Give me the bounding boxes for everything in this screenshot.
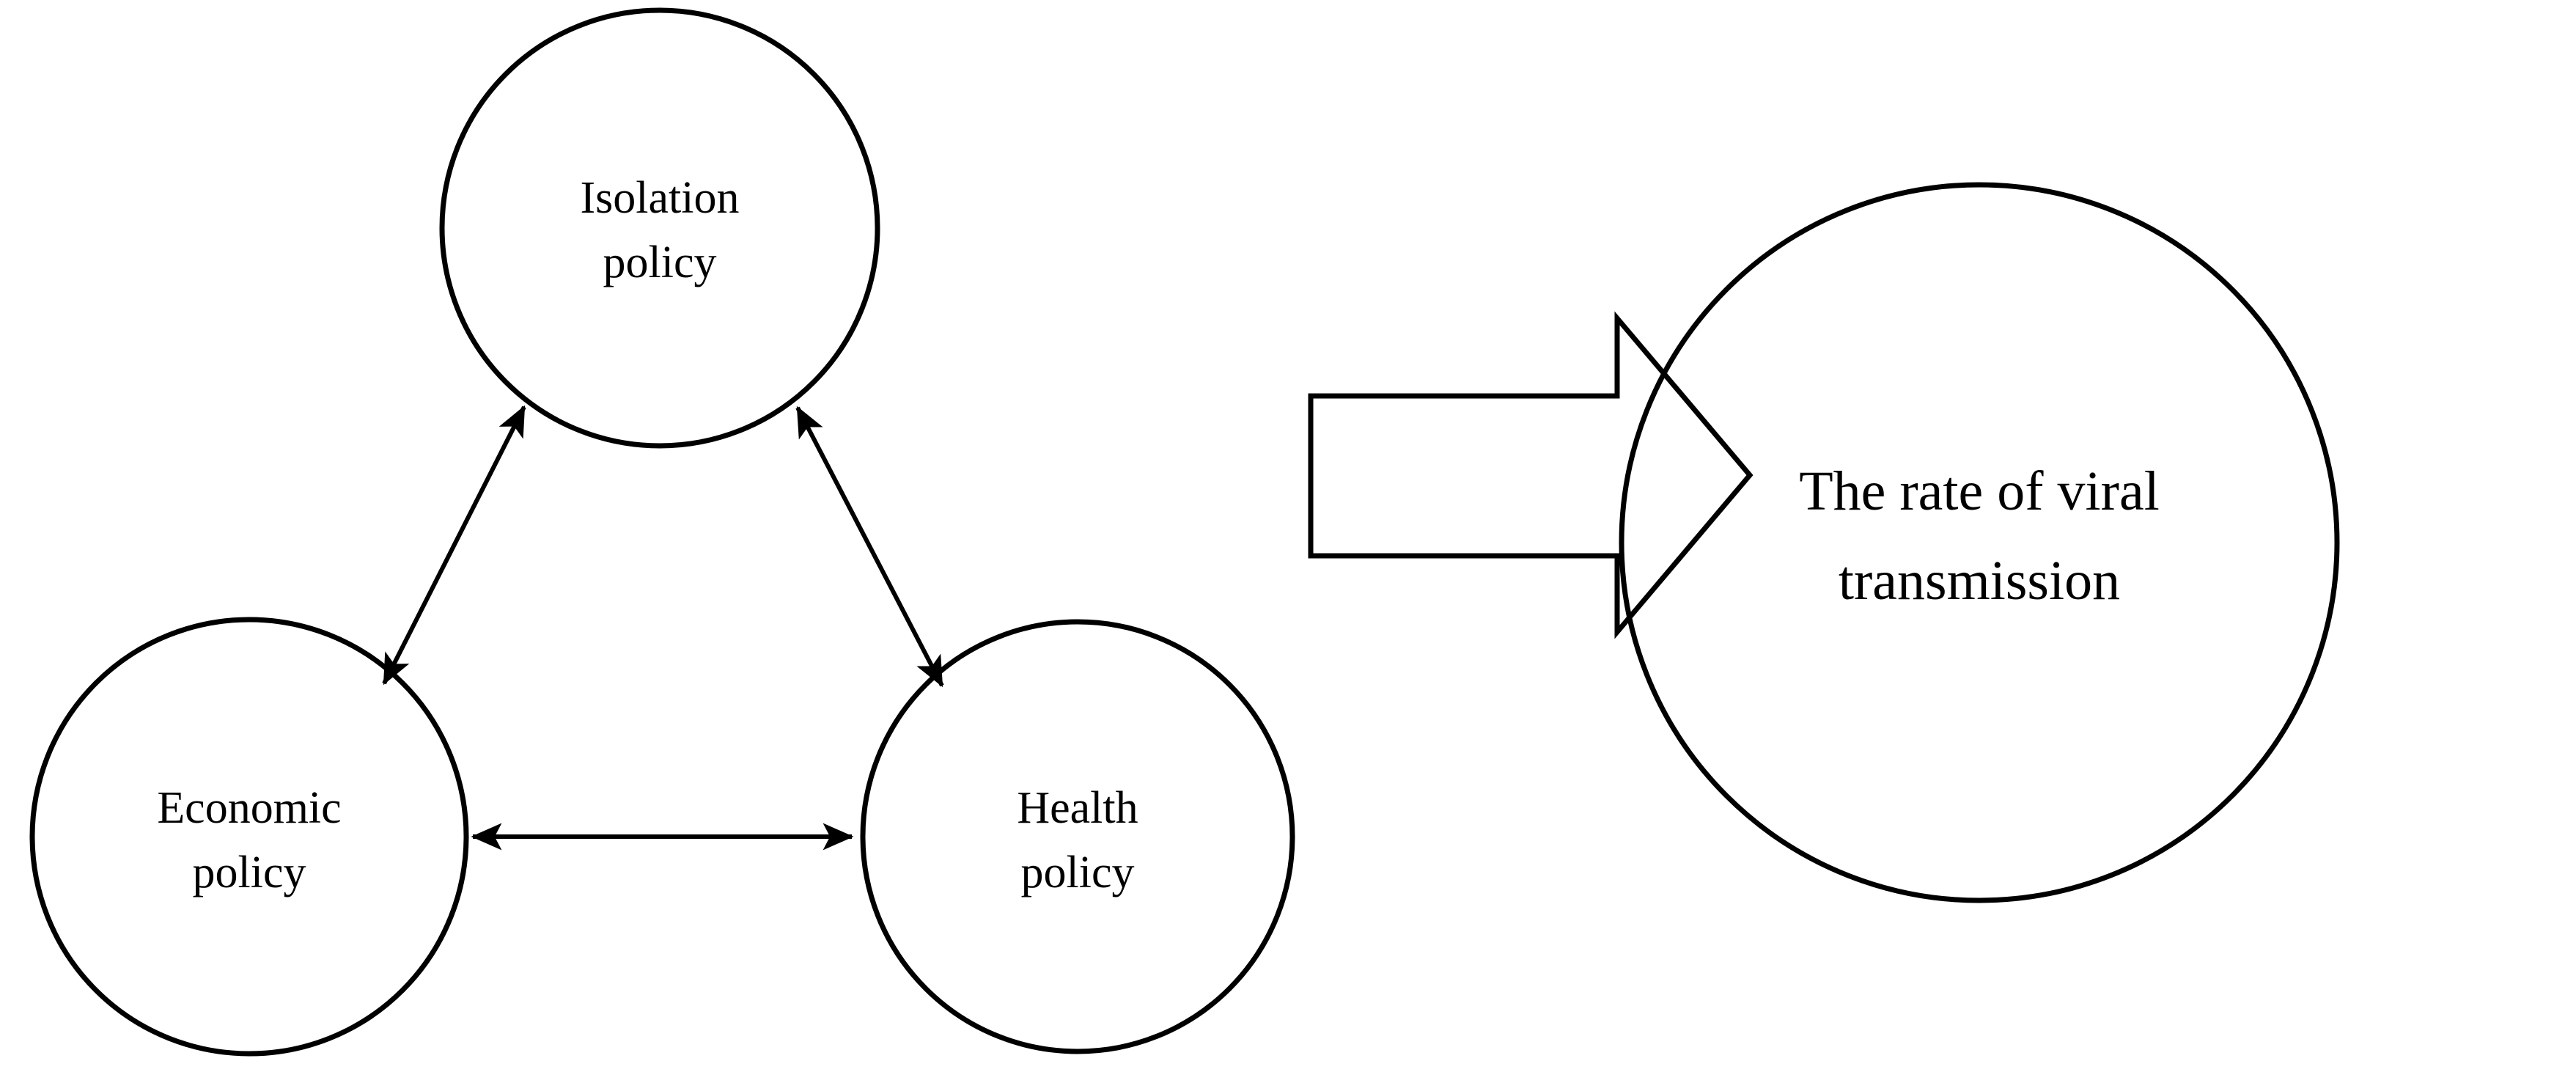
block-arrow-implies[interactable] xyxy=(1308,311,1753,639)
edge-isolation-economic[interactable] xyxy=(382,405,526,686)
node-circle-isolation-policy[interactable] xyxy=(439,7,880,449)
node-circle-economic-policy[interactable] xyxy=(29,617,469,1057)
edge-isolation-health[interactable] xyxy=(795,405,944,688)
node-circle-viral-transmission[interactable] xyxy=(1619,182,2340,903)
node-circle-health-policy[interactable] xyxy=(860,619,1295,1054)
